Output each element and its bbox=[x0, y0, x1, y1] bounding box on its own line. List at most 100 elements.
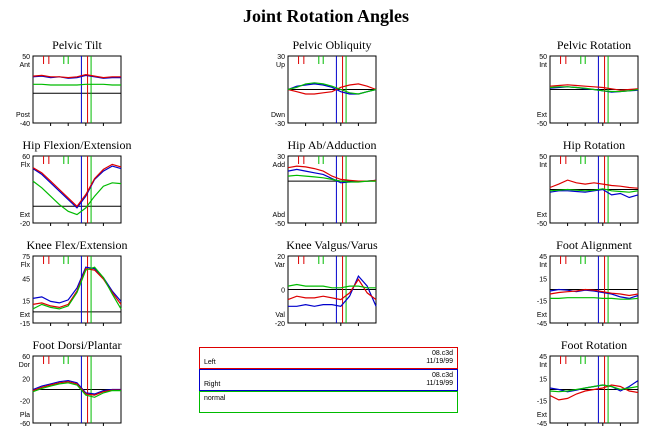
y-tick-label: -50 bbox=[537, 221, 547, 228]
series-line-0 bbox=[32, 165, 122, 209]
series-line-2 bbox=[33, 83, 121, 86]
y-tick-label: 0 bbox=[281, 288, 285, 295]
chart-title: Foot Rotation bbox=[561, 338, 627, 352]
y-tick-label: 20 bbox=[22, 376, 30, 383]
legend-right-date: 11/19/99 bbox=[426, 380, 453, 387]
y-tick-label: -15 bbox=[537, 299, 547, 306]
chart-title: Knee Valgus/Varus bbox=[286, 238, 378, 252]
series-line-2 bbox=[550, 297, 639, 300]
series-line-1 bbox=[32, 163, 122, 208]
y-tick-label: 50 bbox=[539, 154, 547, 161]
y-top-direction-label: Var bbox=[275, 262, 286, 269]
legend-right-label: Right bbox=[204, 381, 221, 388]
y-tick-label: 30 bbox=[277, 154, 285, 161]
y-tick-label: -45 bbox=[537, 421, 547, 428]
y-top-direction-label: Ant bbox=[19, 62, 30, 69]
legend-right-file: 08.c3d bbox=[431, 372, 453, 379]
y-tick-label: 45 bbox=[539, 254, 547, 261]
series-line-1 bbox=[549, 84, 639, 91]
series-line-1 bbox=[287, 83, 377, 95]
y-bottom-direction-label: Post bbox=[16, 112, 30, 119]
series-line-2 bbox=[549, 384, 639, 393]
chart-title: Hip Ab/Adduction bbox=[288, 138, 377, 152]
chart-title: Pelvic Tilt bbox=[52, 38, 102, 52]
series-line-1 bbox=[549, 288, 639, 297]
y-tick-label: -15 bbox=[20, 321, 30, 328]
y-bottom-direction-label: Val bbox=[275, 312, 285, 319]
y-tick-label: -40 bbox=[20, 121, 30, 128]
series-line-2 bbox=[32, 266, 122, 310]
series-line-0 bbox=[32, 379, 121, 395]
chart-title: Hip Rotation bbox=[563, 138, 625, 152]
y-tick-label: 20 bbox=[277, 254, 285, 261]
y-tick-label: -50 bbox=[537, 121, 547, 128]
series-line-1 bbox=[32, 381, 121, 396]
series-line-2 bbox=[549, 86, 639, 93]
chart-frame bbox=[32, 255, 122, 324]
y-top-direction-label: Add bbox=[273, 162, 286, 169]
series-line-1 bbox=[549, 384, 639, 401]
y-bottom-direction-label: Ext bbox=[20, 312, 30, 319]
page-title: Joint Rotation Angles bbox=[242, 6, 410, 26]
y-top-direction-label: Dor bbox=[19, 362, 31, 369]
y-bottom-direction-label: Abd bbox=[273, 212, 286, 219]
y-top-direction-label: Int bbox=[539, 362, 547, 369]
chart-frame bbox=[32, 155, 122, 224]
y-tick-label: 60 bbox=[22, 154, 30, 161]
y-tick-label: 75 bbox=[22, 254, 30, 261]
y-tick-label: 50 bbox=[22, 54, 30, 61]
y-tick-label: 30 bbox=[277, 54, 285, 61]
series-line-2 bbox=[32, 382, 121, 398]
y-bottom-direction-label: Ext bbox=[537, 112, 547, 119]
legend-left-date: 11/19/99 bbox=[426, 358, 453, 365]
chart-title: Knee Flex/Extension bbox=[27, 238, 128, 252]
series-line-2 bbox=[287, 283, 376, 289]
y-tick-label: -15 bbox=[537, 399, 547, 406]
y-bottom-direction-label: Ext bbox=[537, 312, 547, 319]
legend-left-label: Left bbox=[204, 359, 216, 366]
y-tick-label: -60 bbox=[20, 421, 30, 428]
y-top-direction-label: Flx bbox=[21, 162, 31, 169]
y-top-direction-label: Int bbox=[539, 62, 547, 69]
legend-right: 08.c3d 11/19/99 Right bbox=[199, 369, 458, 391]
y-tick-label: -20 bbox=[20, 221, 30, 228]
y-top-direction-label: Int bbox=[539, 262, 547, 269]
series-line-2 bbox=[32, 180, 122, 216]
legend-normal-label: normal bbox=[204, 395, 226, 402]
series-line-2 bbox=[287, 174, 376, 183]
chart-title: Pelvic Rotation bbox=[557, 38, 631, 52]
y-tick-label: 60 bbox=[22, 354, 30, 361]
series-line-1 bbox=[287, 278, 377, 301]
chart-title: Hip Flexion/Extension bbox=[23, 138, 132, 152]
series-line-2 bbox=[549, 188, 639, 193]
series-line-2 bbox=[287, 82, 377, 95]
y-bottom-direction-label: Ext bbox=[537, 212, 547, 219]
chart-title: Pelvic Obliquity bbox=[293, 38, 372, 52]
series-line-1 bbox=[32, 73, 121, 79]
chart-title: Foot Alignment bbox=[556, 238, 632, 252]
y-tick-label: -30 bbox=[275, 121, 285, 128]
y-top-direction-label: Flx bbox=[21, 262, 31, 269]
chart-frame bbox=[287, 155, 377, 224]
y-tick-label: 45 bbox=[22, 276, 30, 283]
y-tick-label: 15 bbox=[539, 276, 547, 283]
series-line-0 bbox=[288, 274, 377, 307]
legend-left: 08.c3d 11/19/99 Left bbox=[199, 347, 458, 369]
y-bottom-direction-label: Pla bbox=[20, 412, 30, 419]
y-tick-label: -20 bbox=[275, 321, 285, 328]
y-tick-label: -20 bbox=[20, 399, 30, 406]
chart-frame bbox=[32, 55, 122, 124]
series-line-0 bbox=[32, 74, 121, 79]
y-bottom-direction-label: Ext bbox=[537, 412, 547, 419]
y-bottom-direction-label: Dwn bbox=[271, 112, 285, 119]
y-bottom-direction-label: Ext bbox=[20, 212, 30, 219]
